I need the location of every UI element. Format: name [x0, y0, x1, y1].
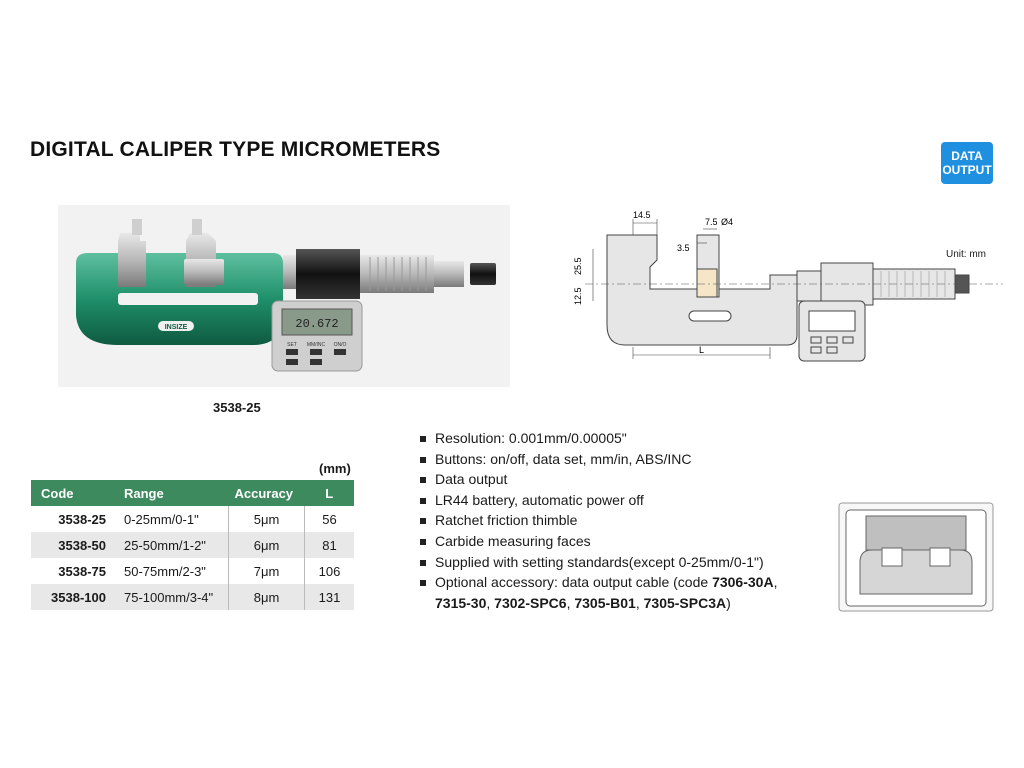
- cell-accuracy: 5μm: [228, 506, 305, 532]
- bullet-icon: [420, 580, 426, 587]
- bullet-icon: [420, 538, 426, 545]
- bullet-icon: [420, 497, 426, 504]
- table-row: 3538-100 75-100mm/3-4" 8μm 131: [31, 584, 354, 610]
- header-l: L: [304, 480, 354, 506]
- btn-label-mm: MM/INC: [307, 342, 326, 348]
- table-header-row: Code Range Accuracy L: [31, 480, 354, 506]
- spec-table: Code Range Accuracy L 3538-25 0-25mm/0-1…: [31, 480, 354, 610]
- product-photo: INSIZE 20.672 SET MM/INC ON/O: [58, 205, 510, 387]
- cell-accuracy: 7μm: [228, 558, 305, 584]
- insize-logo: INSIZE: [165, 324, 188, 331]
- cell-code: 3538-50: [31, 532, 114, 558]
- cell-accuracy: 8μm: [228, 584, 305, 610]
- unit-label: Unit: mm: [946, 249, 986, 260]
- cell-code: 3538-100: [31, 584, 114, 610]
- page-title: DIGITAL CALIPER TYPE MICROMETERS: [30, 138, 441, 161]
- table-unit-note: (mm): [319, 461, 351, 476]
- bullet-icon: [420, 518, 426, 525]
- table-row: 3538-50 25-50mm/1-2" 6μm 81: [31, 532, 354, 558]
- header-code: Code: [31, 480, 114, 506]
- cell-code: 3538-25: [31, 506, 114, 532]
- table-row: 3538-25 0-25mm/0-1" 5μm 56: [31, 506, 354, 532]
- cell-range: 75-100mm/3-4": [114, 584, 229, 610]
- micrometer-illustration: INSIZE 20.672 SET MM/INC ON/O: [76, 219, 496, 372]
- lcd-readout: 20.672: [295, 317, 338, 331]
- accessory-code: 7305-B01: [574, 594, 636, 611]
- photo-caption: 3538-25: [213, 400, 261, 415]
- technical-drawing: 14.5 7.5 Ø4 3.5 25.5 12.5 L: [565, 205, 1005, 380]
- feature-item: Ratchet friction thimble: [420, 510, 777, 531]
- cell-range: 50-75mm/2-3": [114, 558, 229, 584]
- feature-item: Buttons: on/off, data set, mm/in, ABS/IN…: [420, 449, 777, 470]
- cell-l: 81: [304, 532, 354, 558]
- header-accuracy: Accuracy: [228, 480, 305, 506]
- feature-list: Resolution: 0.001mm/0.00005" Buttons: on…: [420, 428, 777, 613]
- bullet-icon: [420, 436, 426, 442]
- bullet-icon: [420, 477, 426, 484]
- cell-range: 25-50mm/1-2": [114, 532, 229, 558]
- feature-item: Supplied with setting standards(except 0…: [420, 552, 777, 573]
- dim-25-5: 25.5: [573, 257, 583, 275]
- dim-diameter-4: Ø4: [721, 217, 733, 227]
- accessory-code: 7305-SPC3A: [643, 594, 727, 611]
- btn-label-set: SET: [287, 342, 297, 348]
- dim-7-5: 7.5: [705, 217, 718, 227]
- cell-code: 3538-75: [31, 558, 114, 584]
- jaw-detail-drawing: [838, 502, 994, 612]
- dim-12-5: 12.5: [573, 287, 583, 305]
- data-output-badge: DATA OUTPUT: [941, 142, 993, 184]
- accessory-code: 7306-30A: [712, 574, 774, 591]
- btn-label-on: ON/O: [334, 342, 347, 348]
- dim-l: L: [699, 345, 704, 355]
- accessory-code: 7302-SPC6: [494, 594, 567, 611]
- dim-14-5: 14.5: [633, 210, 651, 220]
- bullet-icon: [420, 559, 426, 566]
- header-range: Range: [114, 480, 229, 506]
- cell-l: 131: [304, 584, 354, 610]
- feature-item: LR44 battery, automatic power off: [420, 490, 777, 511]
- cell-range: 0-25mm/0-1": [114, 506, 229, 532]
- dim-3-5: 3.5: [677, 243, 690, 253]
- bullet-icon: [420, 456, 426, 463]
- cell-accuracy: 6μm: [228, 532, 305, 558]
- feature-item-accessory: Optional accessory: data output cable (c…: [420, 572, 777, 613]
- feature-item: Carbide measuring faces: [420, 531, 777, 552]
- badge-line-1: DATA: [951, 149, 983, 163]
- badge-line-2: OUTPUT: [942, 163, 992, 177]
- cell-l: 106: [304, 558, 354, 584]
- table-row: 3538-75 50-75mm/2-3" 7μm 106: [31, 558, 354, 584]
- feature-item: Data output: [420, 469, 777, 490]
- cell-l: 56: [304, 506, 354, 532]
- accessory-code: 7315-30: [435, 594, 487, 611]
- feature-item: Resolution: 0.001mm/0.00005": [420, 428, 777, 449]
